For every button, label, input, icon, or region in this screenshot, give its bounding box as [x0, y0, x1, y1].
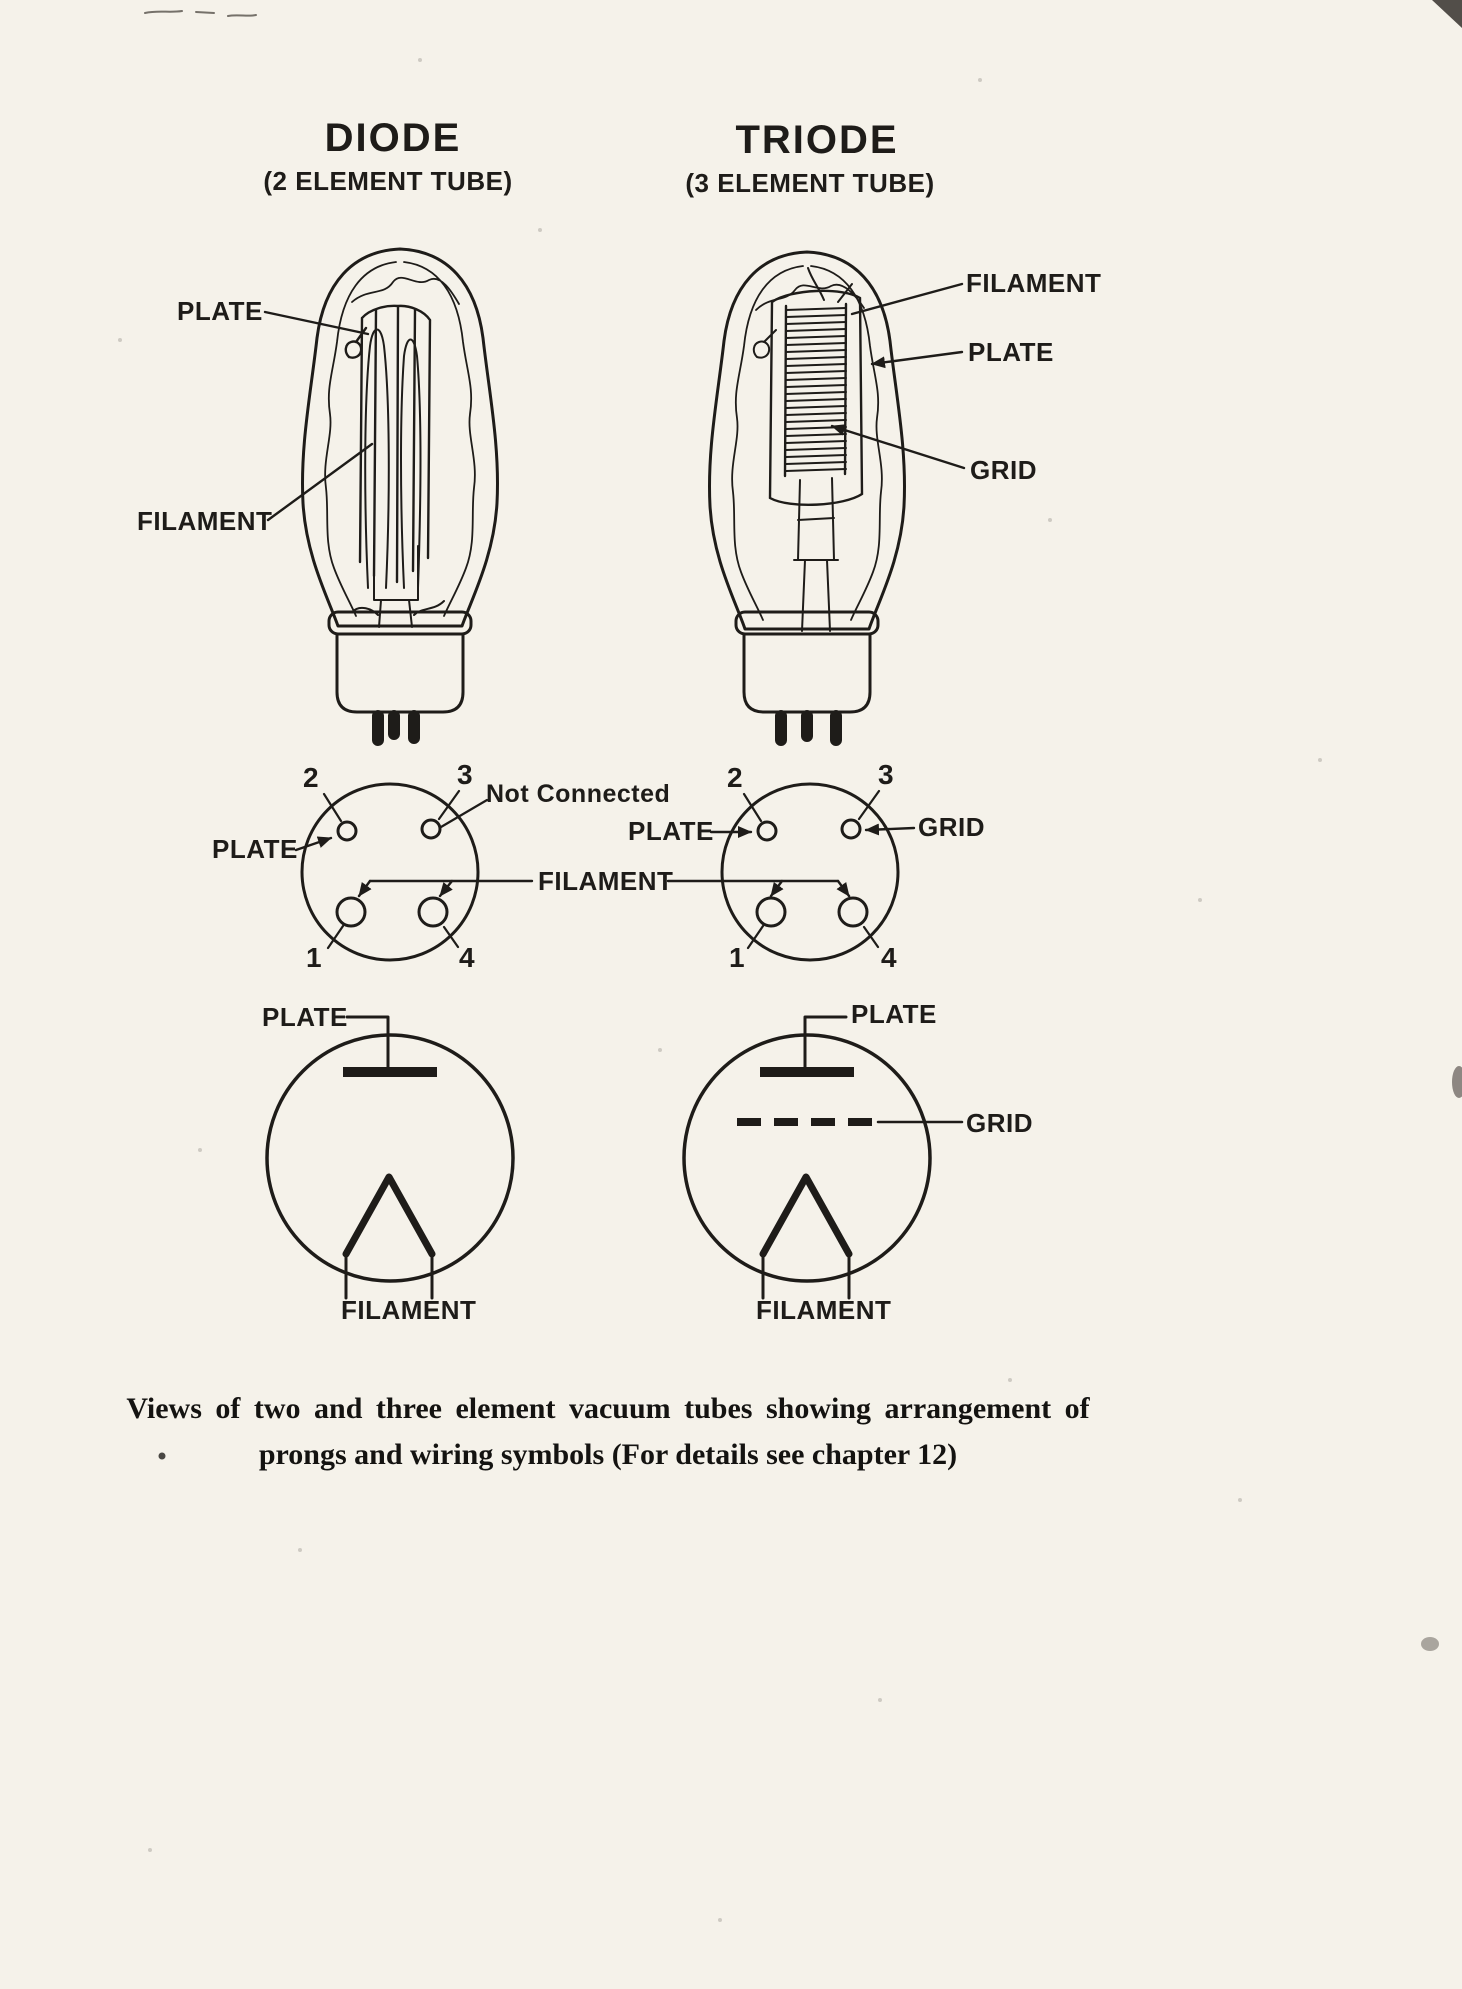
triode-filament-leader [850, 282, 964, 316]
shared-filament-label: FILAMENT [538, 866, 674, 896]
triode-tube-illustration [708, 250, 966, 746]
diode-inner-glass [324, 261, 476, 617]
diode-plate-arrow [294, 836, 333, 852]
triode-base-plate-label: PLATE [628, 816, 714, 846]
diode-base-plate-label: PLATE [212, 834, 298, 864]
caption-dot-artifact [158, 1452, 166, 1460]
triode-symbol-plate-bar [760, 1067, 854, 1077]
triode-base-diagram [709, 782, 916, 962]
diode-pin-4 [417, 896, 449, 928]
triode-symbol-plate-lead [803, 1015, 848, 1072]
filament-arrow-right-pin4 [836, 879, 851, 898]
caption-line-1: Views of two and three element vacuum tu… [126, 1392, 1090, 1425]
filament-arrow-right-pin1 [769, 879, 784, 898]
triode-grid-arrow [864, 823, 916, 836]
diode-filament-label: FILAMENT [137, 506, 273, 536]
triode-grid-label: GRID [970, 455, 1037, 485]
triode-pin3-number: 3 [878, 759, 895, 790]
diode-not-connected-leader [439, 798, 489, 829]
scan-artifacts [118, 0, 1462, 1922]
edge-smudge-artifact [1452, 1066, 1462, 1098]
triode-base-circle [720, 782, 900, 962]
diode-base-flange [327, 610, 473, 636]
diode-base-diagram [294, 782, 489, 962]
triode-pin-number-ticks [742, 789, 881, 950]
diode-symbol-envelope [265, 1033, 515, 1283]
triode-grid-coil [785, 307, 847, 472]
triode-pin2-number: 2 [727, 762, 744, 793]
corner-smudge-artifact [1432, 0, 1462, 28]
triode-bulb-outline [708, 250, 906, 631]
diode-pin-2 [336, 820, 358, 842]
triode-symbol-filament-label: FILAMENT [756, 1295, 892, 1325]
triode-pin-2 [756, 820, 778, 842]
triode-base-grid-label: GRID [918, 812, 985, 842]
triode-symbol-filament [759, 1173, 853, 1258]
triode-plate-outline [768, 289, 864, 506]
caption-line-2: prongs and wiring symbols (For details s… [258, 1438, 958, 1471]
triode-filament-label: FILAMENT [966, 268, 1102, 298]
triode-pin-4 [837, 896, 869, 928]
triode-symbol-grid-label: GRID [966, 1108, 1033, 1138]
paper-speckles [118, 58, 1322, 1922]
triode-supports [752, 267, 853, 632]
diode-symbol-filament-label: FILAMENT [341, 1295, 477, 1325]
diode-label-leaders [263, 310, 374, 522]
triode-pin1-number: 1 [729, 942, 746, 973]
filament-arrow-left-pin4 [438, 879, 454, 898]
diode-symbol-plate-lead [345, 1015, 390, 1072]
diode-filament-wires [364, 328, 422, 589]
filament-connection-lines [357, 879, 851, 898]
diode-symbol-filament [342, 1173, 436, 1258]
triode-base-pins [775, 710, 842, 746]
diode-pin4-number: 4 [459, 942, 476, 973]
lower-smudge-artifact [1421, 1637, 1439, 1651]
diode-symbol [265, 1015, 515, 1300]
diode-tube-illustration [263, 247, 499, 746]
triode-base-flange [734, 610, 880, 636]
triode-pin-3 [840, 818, 862, 840]
triode-subtitle: (3 ELEMENT TUBE) [685, 168, 935, 198]
diode-base-pins [372, 710, 420, 746]
diode-plate-electrodes [344, 304, 432, 584]
diode-pin-number-ticks [322, 789, 461, 950]
diode-pin-1 [335, 896, 367, 928]
triode-pin-1 [755, 896, 787, 928]
filament-arrow-left-pin1 [357, 879, 372, 898]
diode-pin2-number: 2 [303, 762, 320, 793]
triode-plate-label: PLATE [968, 337, 1054, 367]
diode-title: DIODE [324, 116, 462, 160]
diode-symbol-filament-leads [344, 1249, 434, 1300]
diode-pin3-number: 3 [457, 759, 474, 790]
figure-caption: Views of two and three element vacuum tu… [78, 1386, 1138, 1478]
diode-pin1-number: 1 [306, 942, 323, 973]
triode-symbol-filament-leads [761, 1249, 851, 1300]
triode-symbol-plate-label: PLATE [851, 999, 937, 1029]
diode-plate-label: PLATE [177, 296, 263, 326]
diode-bulb-outline [301, 247, 499, 628]
triode-symbol [682, 1015, 964, 1300]
triode-symbol-envelope [682, 1033, 932, 1283]
diode-pin-3 [420, 818, 442, 840]
diode-subtitle: (2 ELEMENT TUBE) [263, 166, 513, 196]
diode-symbol-plate-bar [343, 1067, 437, 1077]
diode-base-shell [335, 632, 465, 714]
diode-symbol-plate-label: PLATE [262, 1002, 348, 1032]
triode-grid-leader [830, 424, 966, 470]
triode-title: TRIODE [735, 118, 899, 162]
triode-base-shell [742, 632, 872, 714]
diode-not-connected-label: Not Connected [486, 780, 671, 808]
triode-pin4-number: 4 [881, 942, 898, 973]
pen-squiggle-artifact [144, 10, 257, 17]
triode-plate-leader [870, 350, 964, 369]
diode-base-circle [300, 782, 480, 962]
